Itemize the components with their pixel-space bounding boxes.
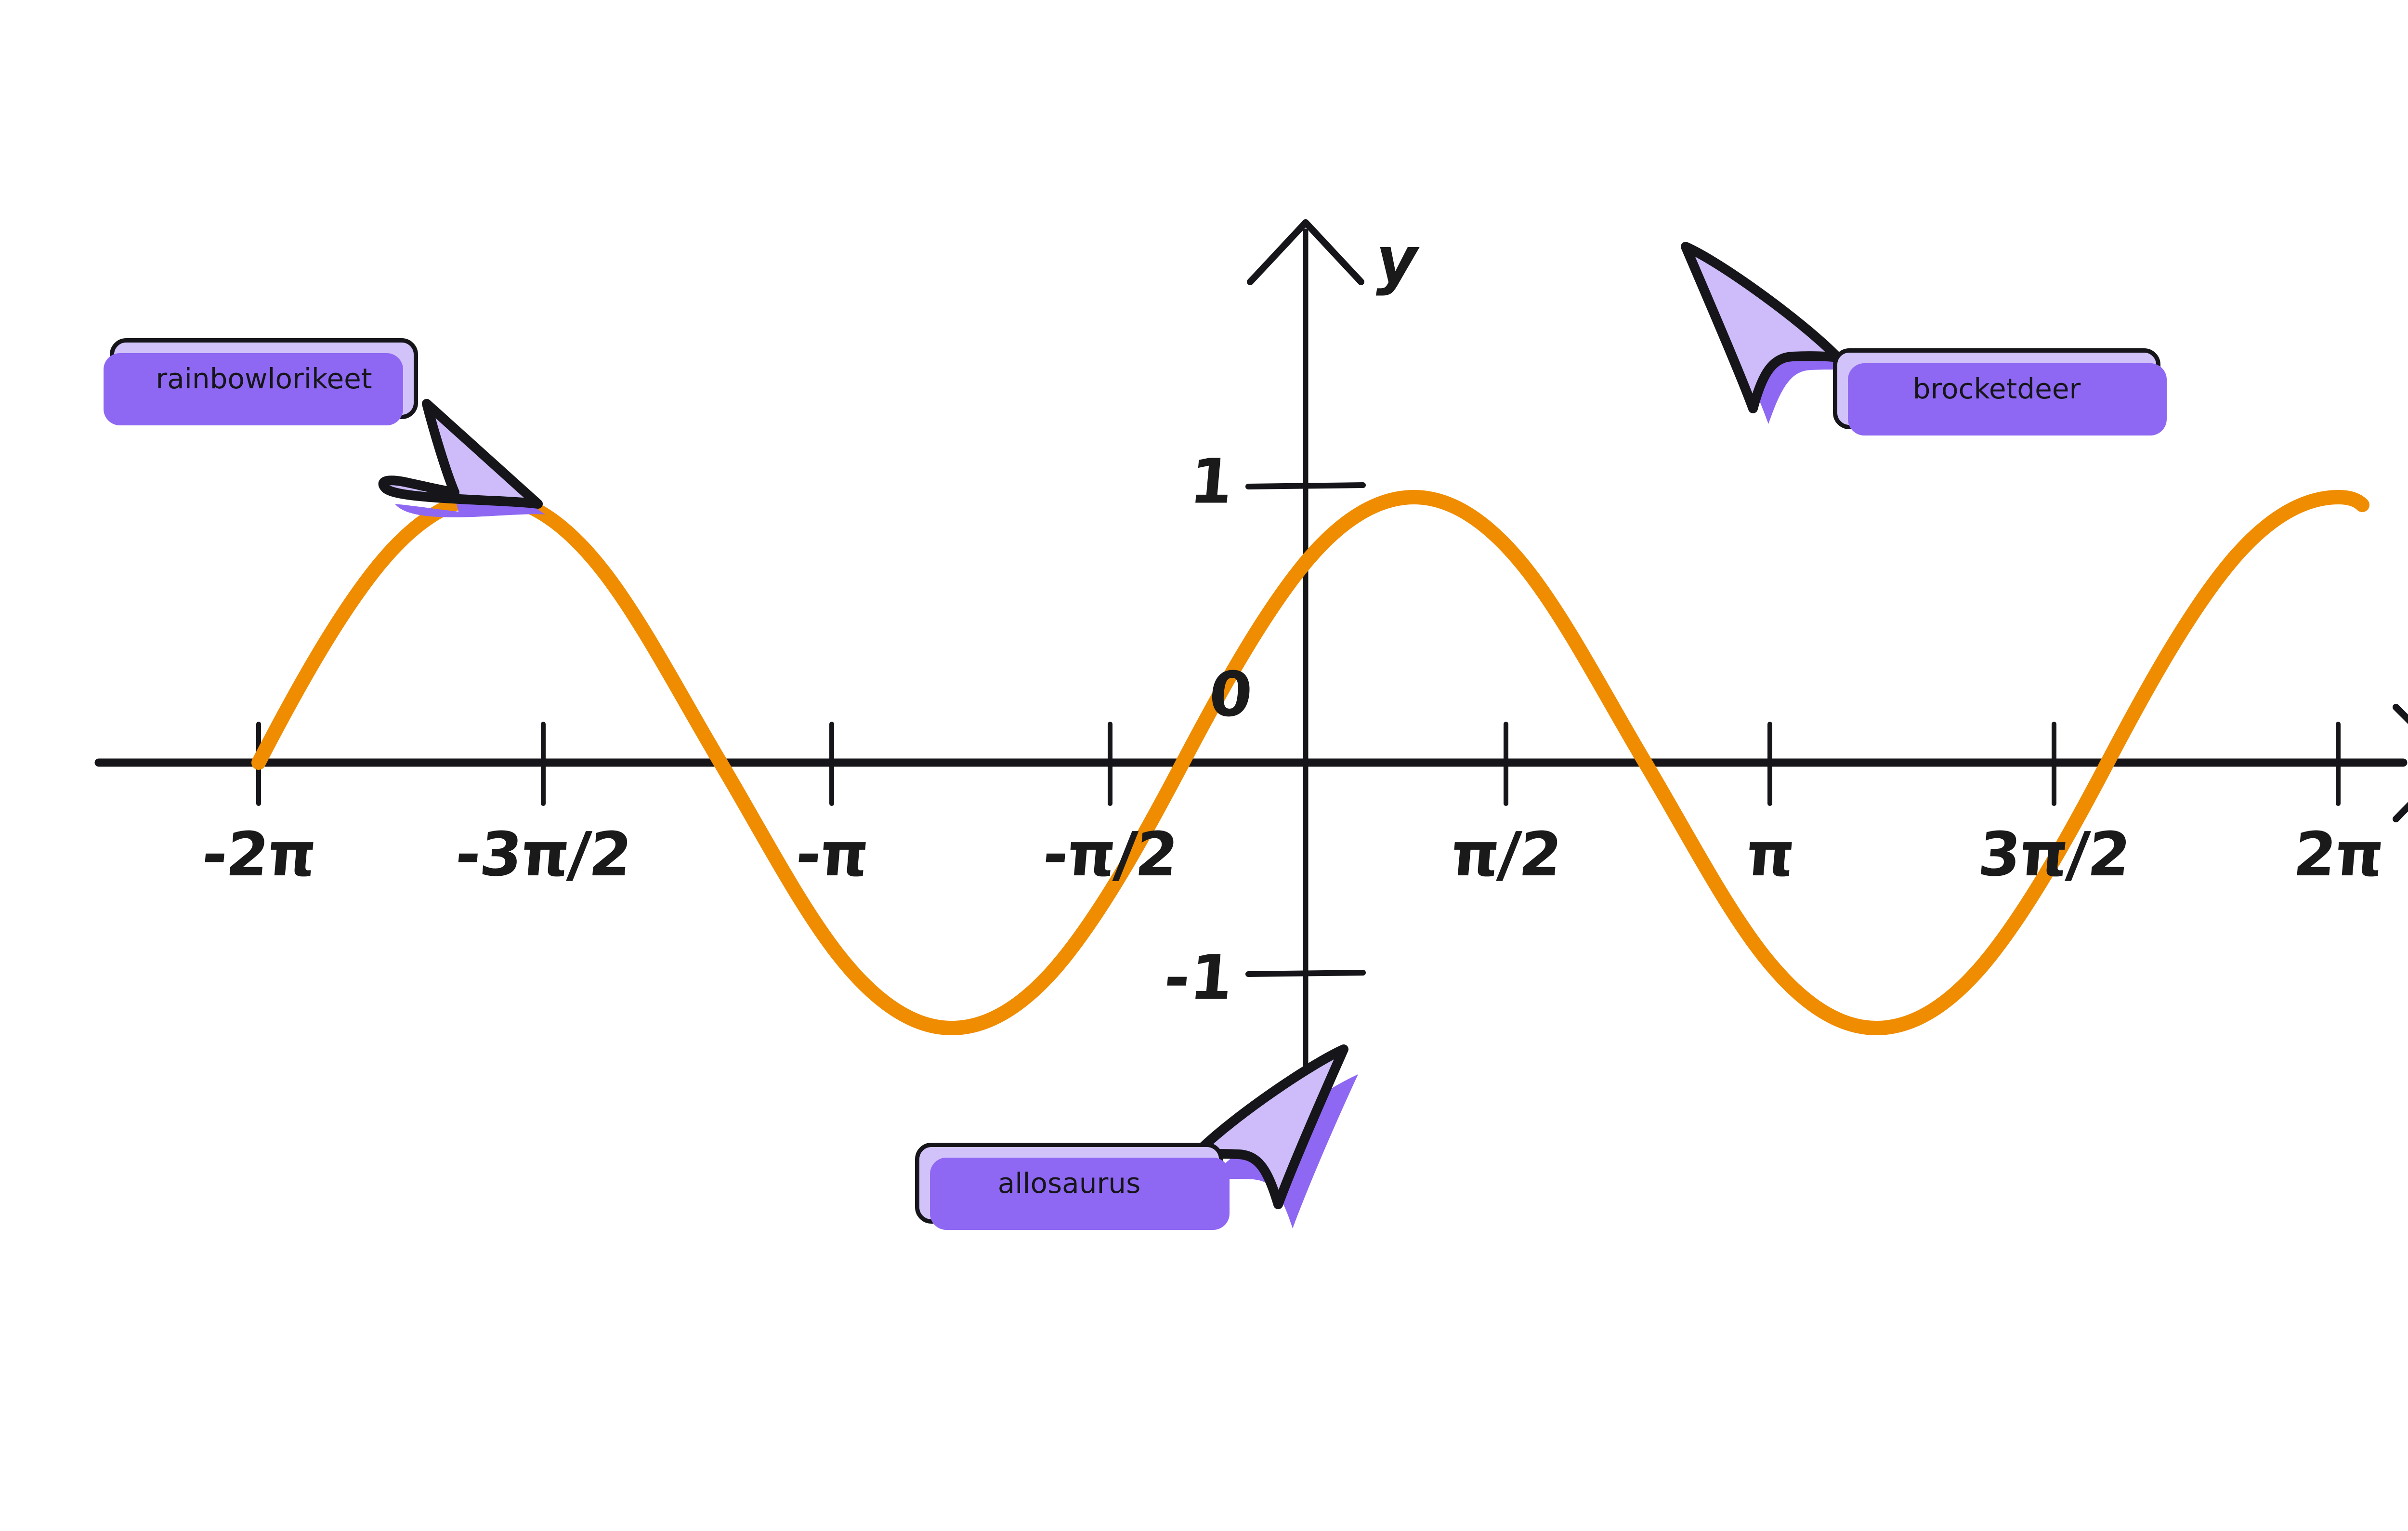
cursor-brocketdeer-pointer-icon[interactable] (1681, 242, 1843, 413)
cursor-allosaurus[interactable] (1190, 1044, 1358, 1228)
y-tick-marks (1245, 482, 1366, 977)
cursor-label-rainbowlorikeet[interactable]: rainbowlorikeet (104, 338, 418, 425)
x-tick-marks (256, 722, 2341, 806)
cursor-label-brocketdeer[interactable]: brocketdeer (1833, 348, 2167, 436)
cursor-rainbowlorikeet[interactable] (378, 399, 545, 517)
cursor-allosaurus-pointer-icon[interactable] (1190, 1044, 1348, 1209)
cursor-rainbowlorikeet-pointer-icon[interactable] (378, 399, 543, 509)
sine-curve (251, 490, 2369, 1035)
y-axis-arrowhead-icon (1247, 219, 1364, 285)
cursor-label-allosaurus[interactable]: allosaurus (915, 1143, 1230, 1230)
cursor-brocketdeer[interactable] (1681, 242, 1858, 424)
y-axis-name: y (1375, 223, 1418, 297)
